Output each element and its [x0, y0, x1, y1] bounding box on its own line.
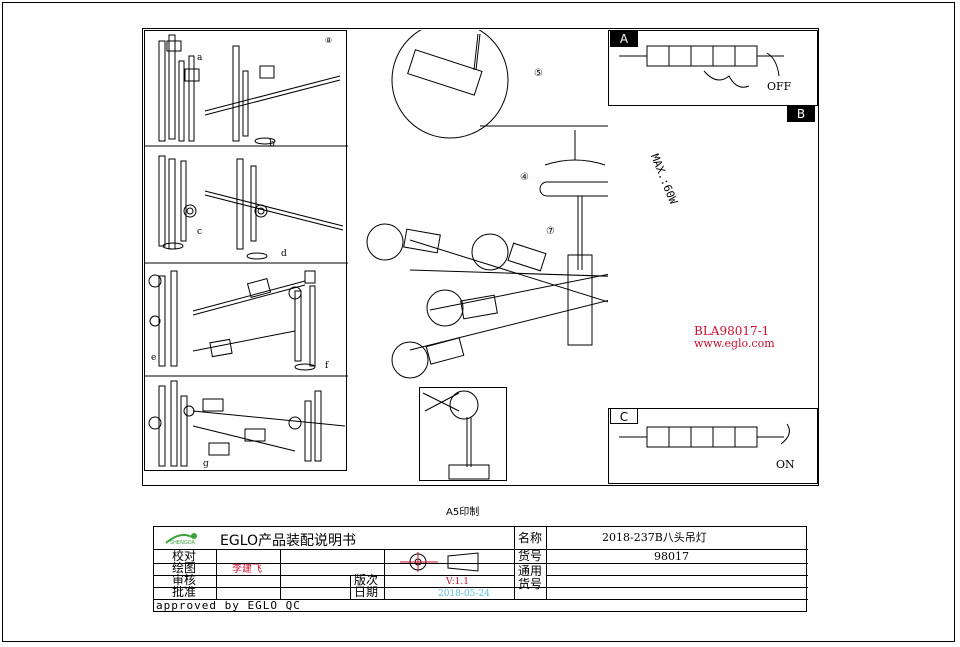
item-value: 98017	[654, 550, 689, 563]
step-c-label: c	[197, 227, 203, 237]
step-marker-4: ④	[520, 172, 529, 183]
step-marker-5: ⑤	[534, 68, 543, 79]
terminal-block-on-illustration	[619, 423, 790, 448]
print-note: A5印制	[446, 507, 480, 518]
version-value: V:1.1	[446, 577, 469, 587]
logo-text: SHENGDA	[170, 540, 195, 546]
name-value: 2018-237B八头吊灯	[602, 531, 707, 544]
item-label: 货号	[518, 549, 543, 563]
name-label: 名称	[518, 531, 543, 545]
left-step-marker: ⑧	[325, 36, 332, 45]
projection-symbol-icon	[400, 552, 479, 572]
left-steps-illustration: ⑧	[145, 34, 348, 467]
document-title: EGLO产品装配说明书	[220, 533, 357, 549]
step-marker-7: ⑦	[546, 226, 555, 237]
website-text: www.eglo.com	[694, 337, 775, 350]
logo-icon	[165, 533, 197, 544]
draw-label: 绘图	[172, 561, 197, 575]
panel-a-tag: A	[610, 31, 638, 47]
step-b-label: b	[269, 139, 275, 149]
step-e-label: e	[151, 353, 157, 363]
chandelier-drawing: ⑤ ③ ④ ⑥ ② ① ⑦ ⑨	[366, 30, 608, 379]
panel-b-tag: B	[787, 106, 815, 122]
approve-label: 批准	[172, 585, 197, 599]
brand-logo: SHENGDA	[162, 529, 212, 547]
version-label: 版次	[354, 573, 379, 587]
inset-detail-drawing	[419, 387, 507, 481]
left-steps-panel: ⑧ a b c d e f g	[144, 30, 348, 471]
model-code-text: BLA98017-1	[694, 324, 770, 338]
footer-note: approved by EGLO QC	[156, 599, 301, 612]
title-block: SHENGDA EGLO产品装配说明书 校对 绘图 李建飞 审核 批准 版次 V…	[153, 526, 808, 612]
date-label: 日期	[354, 585, 379, 599]
switch-on-label: ON	[776, 458, 795, 471]
switch-off-label: OFF	[767, 80, 792, 93]
step-d-label: d	[281, 249, 287, 259]
panel-a	[608, 30, 818, 106]
drawing-sheet	[142, 28, 819, 486]
panel-c	[608, 408, 818, 484]
step-a-label: a	[197, 53, 203, 63]
common-item-label: 通用货号	[518, 564, 543, 591]
check-label: 校对	[172, 549, 197, 563]
step-f-label: f	[325, 361, 329, 371]
panel-c-tag: C	[610, 408, 638, 424]
terminal-block-off-illustration	[619, 45, 784, 88]
drawer-name: 李建飞	[232, 564, 262, 575]
model-code: BLA98017-1	[694, 324, 769, 338]
review-label: 审核	[172, 573, 197, 587]
step-g-label: g	[203, 459, 209, 469]
date-value: 2018-05-24	[438, 589, 490, 599]
